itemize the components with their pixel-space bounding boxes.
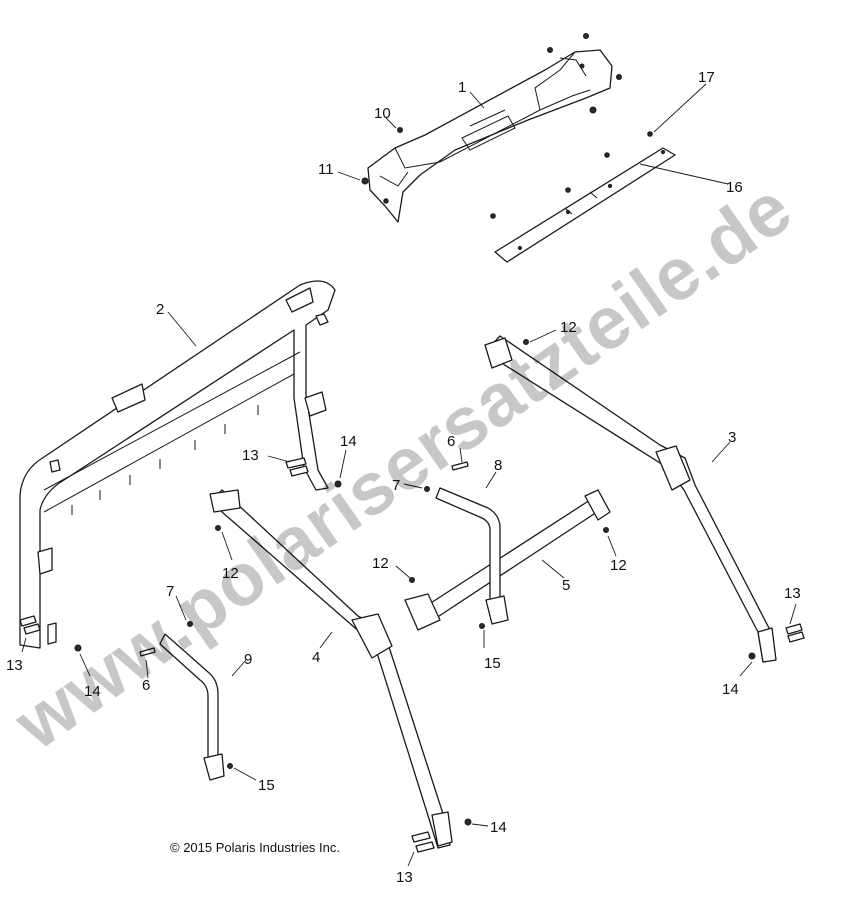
small-fasteners [19,339,805,853]
copyright-text: © 2015 Polaris Industries Inc. [170,840,340,855]
callout-17: 17 [698,69,715,86]
callout-7b: 7 [166,583,174,600]
callout-15b: 15 [258,777,275,794]
part-3-right-tube [484,335,777,663]
callout-6a: 6 [447,433,455,450]
callout-12d: 12 [372,555,389,572]
callout-11: 11 [318,161,334,178]
callout-15a: 15 [484,655,501,672]
callout-12a: 12 [560,319,577,336]
callout-5: 5 [562,577,570,594]
callout-12c: 12 [610,557,627,574]
callout-9: 9 [244,651,252,668]
callout-8: 8 [494,457,502,474]
part-1-roof-panel [367,49,613,223]
callout-14c: 14 [722,681,739,698]
roof-fasteners [361,33,622,185]
leader-lines [21,83,797,867]
part-4-left-tube [209,489,453,849]
callout-13a: 13 [242,447,259,464]
callout-1: 1 [458,79,466,96]
callout-14b: 14 [84,683,101,700]
callout-2: 2 [156,301,164,318]
strip-fasteners [490,131,653,219]
callout-3: 3 [728,429,736,446]
part-5-cross-bar [404,489,611,631]
part-8-bent-rod [435,487,509,625]
callout-4: 4 [312,649,320,666]
callout-16: 16 [726,179,743,196]
callout-6b: 6 [142,677,150,694]
callout-13b: 13 [6,657,23,674]
callout-10: 10 [374,105,391,122]
part-16-strip [494,147,676,263]
part-9-bent-rod [159,633,225,781]
callout-labels: 1 2 3 4 5 6 6 7 7 8 9 10 11 12 12 12 12 … [6,69,801,886]
part-2-front-cage [19,280,336,649]
callout-14d: 14 [490,819,507,836]
callout-13c: 13 [784,585,801,602]
callout-14a: 14 [340,433,357,450]
callout-13d: 13 [396,869,413,886]
callout-7a: 7 [392,477,400,494]
callout-12b: 12 [222,565,239,582]
